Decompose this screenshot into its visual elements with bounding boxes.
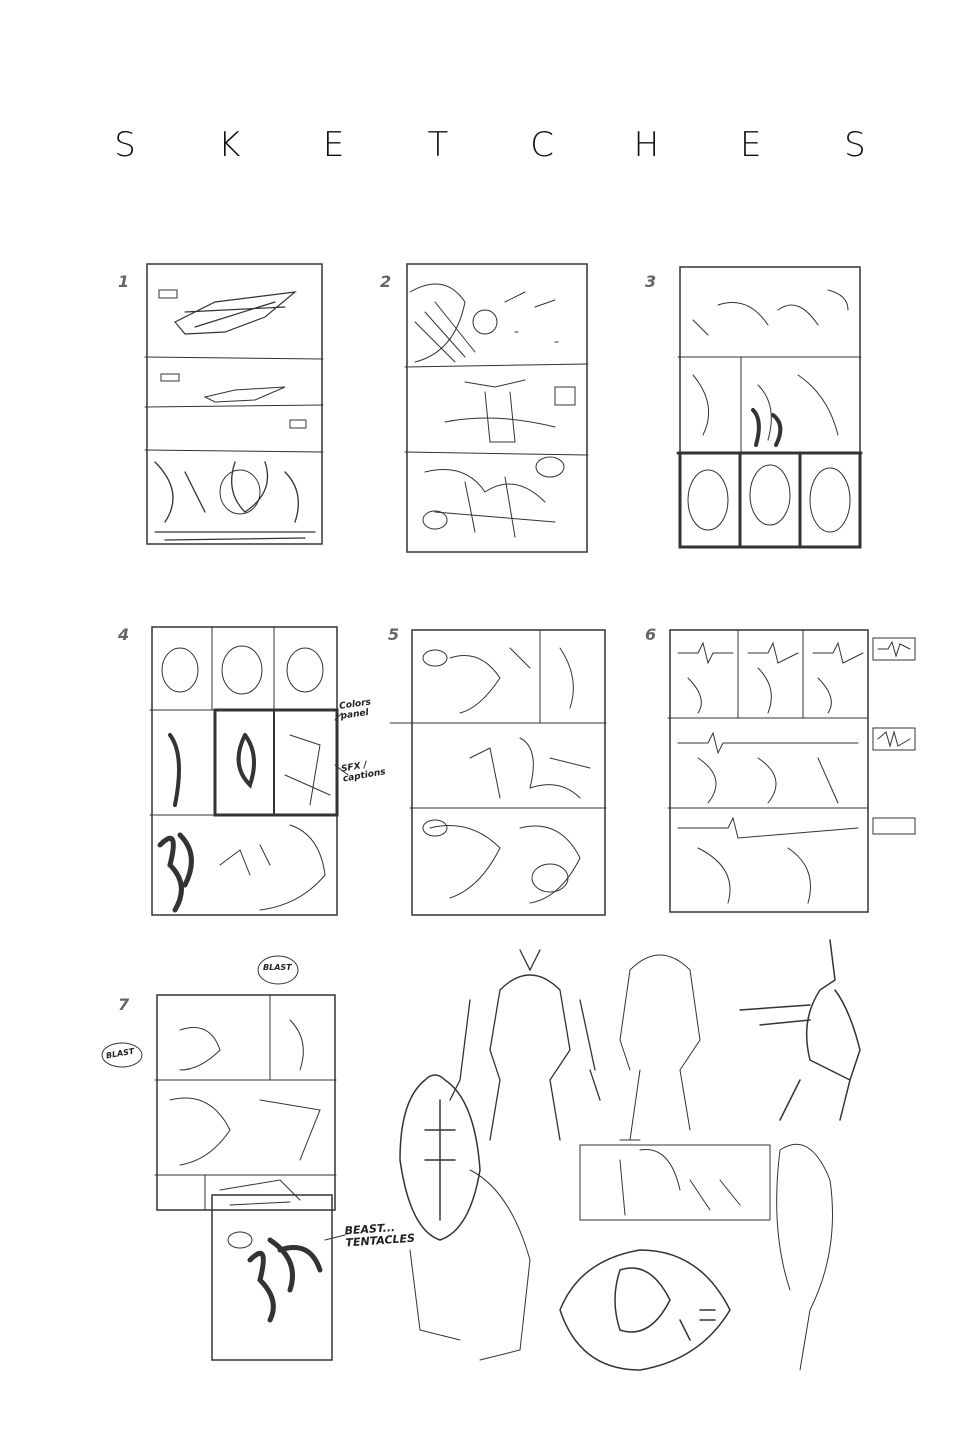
title-letter: S: [844, 125, 866, 165]
thumbnail-number: 5: [388, 625, 400, 644]
thumbnail-number: 6: [645, 625, 657, 644]
title-letter: K: [218, 125, 241, 165]
title-letter: E: [739, 125, 762, 165]
note-sfx-captions: SFX / captions: [340, 760, 387, 785]
thumbnail-sketch-5: [389, 629, 607, 916]
thumbnail-sketch-7: [101, 955, 346, 1361]
thumbnail-sketch-4: [149, 626, 349, 916]
page-title: S K E T C H E S: [110, 125, 870, 165]
thumbnail-number: 3: [645, 272, 657, 291]
character-sketches: [399, 939, 861, 1371]
title-letter: C: [530, 125, 554, 165]
thumbnail-number: 1: [118, 272, 130, 291]
thumbnail-sketch-6: [667, 629, 916, 913]
thumbnail-number: 4: [118, 625, 130, 644]
thumbnail-sketch-2: [404, 263, 589, 553]
thumbnail-sketch-1: [144, 263, 324, 545]
title-letter: S: [114, 125, 136, 165]
title-letter: H: [633, 125, 660, 165]
thumbnail-sketch-3: [676, 266, 863, 549]
title-letter: E: [322, 125, 345, 165]
thumbnail-number: 7: [118, 995, 130, 1014]
title-letter: T: [427, 125, 449, 165]
note-blast-top: BLAST: [263, 963, 292, 972]
thumbnail-number: 2: [380, 272, 392, 291]
note-colors-panel: Colors panel: [338, 697, 372, 722]
